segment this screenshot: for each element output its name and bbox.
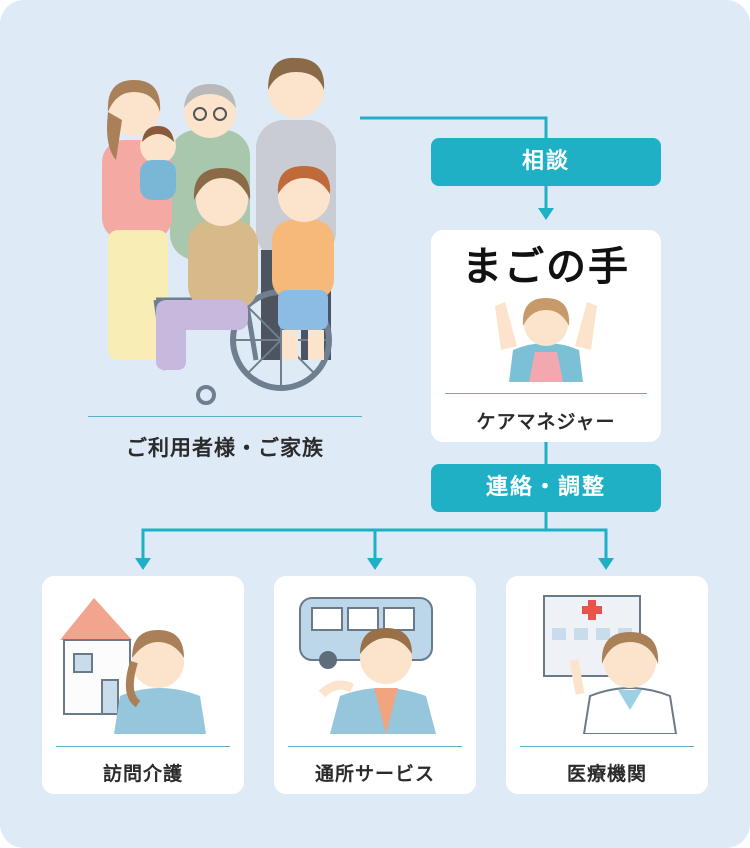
- day-service-illustration: [299, 597, 436, 734]
- medical-divider: [520, 746, 694, 747]
- care-manager-card: まごの手 ケアマネジャー: [431, 230, 661, 442]
- medical-label: 医療機関: [566, 763, 647, 785]
- care-manager-label: ケアマネジャー: [476, 411, 616, 433]
- family-label: ご利用者様・ご家族: [126, 436, 324, 460]
- day-service-divider: [288, 746, 462, 747]
- home-care-divider: [56, 746, 230, 747]
- day-service-card: 通所サービス: [274, 576, 476, 794]
- coordinate-badge: 連絡・調整: [431, 464, 661, 512]
- consult-badge: 相談: [431, 138, 661, 186]
- care-manager-divider: [445, 393, 647, 394]
- arrowhead-care-manager: [538, 208, 554, 220]
- arrowhead-home-care: [135, 558, 151, 570]
- home-care-label: 訪問介護: [102, 763, 183, 785]
- home-care-card: 訪問介護: [42, 576, 244, 794]
- home-care-illustration: [60, 598, 206, 734]
- day-service-label: 通所サービス: [314, 763, 435, 785]
- arrowhead-day-service: [367, 558, 383, 570]
- medical-card: 医療機関: [506, 576, 708, 794]
- coordinate-connector-right: [546, 528, 608, 560]
- care-manager-illustration: [495, 298, 597, 382]
- brand-logo: まごの手: [462, 243, 630, 290]
- arrowhead-medical: [598, 558, 614, 570]
- medical-illustration: [543, 595, 678, 734]
- family-divider: [88, 416, 362, 417]
- family-illustration: [102, 57, 336, 405]
